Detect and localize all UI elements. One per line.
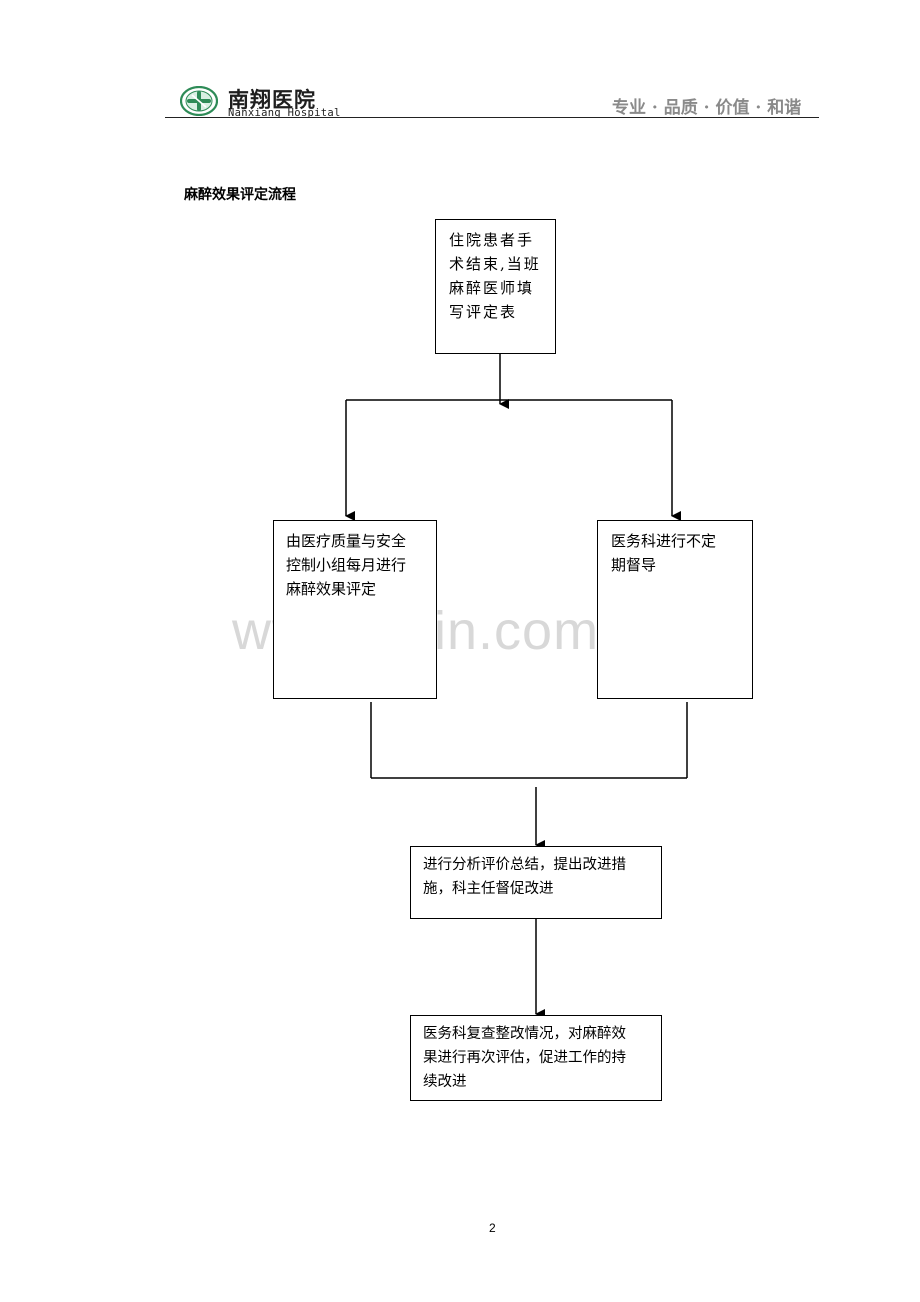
flow-step-quality-group-line: 由医疗质量与安全: [286, 532, 407, 550]
flow-step-review-line: 医务科复查整改情况，对麻醉效: [423, 1026, 626, 1042]
hospital-name-english: Nanxiang Hospital: [228, 107, 341, 119]
hospital-motto: 专业 · 品质 · 价值 · 和谐: [612, 98, 802, 118]
flow-step-start-line: 麻醉医师填: [449, 279, 535, 297]
hospital-name: 南翔医院: [228, 88, 316, 112]
flow-step-review-line: 续改进: [423, 1074, 467, 1090]
flow-step-analysis-line: 进行分析评价总结，提出改进措: [423, 857, 626, 873]
flow-step-start-line: 写评定表: [449, 303, 518, 321]
flow-step-quality-group-line: 控制小组每月进行: [286, 556, 407, 574]
flow-step-start-line: 术结束,当班: [449, 255, 541, 273]
hospital-cross-logo-icon: [180, 86, 218, 116]
flow-step-quality-group-line: 麻醉效果评定: [286, 580, 377, 598]
flow-step-review: 医务科复查整改情况，对麻醉效 果进行再次评估，促进工作的持 续改进: [410, 1015, 662, 1101]
flow-step-medical-affairs-line: 期督导: [611, 556, 657, 574]
flow-step-medical-affairs-line: 医务科进行不定: [611, 532, 717, 550]
flow-step-review-line: 果进行再次评估，促进工作的持: [423, 1050, 626, 1066]
flow-step-analysis: 进行分析评价总结，提出改进措 施，科主任督促改进: [410, 846, 662, 919]
flow-step-medical-affairs: 医务科进行不定 期督导: [597, 520, 753, 699]
header-divider: [165, 117, 819, 118]
page-title: 麻醉效果评定流程: [184, 187, 296, 203]
flow-step-start: 住院患者手 术结束,当班 麻醉医师填 写评定表: [435, 219, 556, 354]
flow-step-start-line: 住院患者手: [449, 231, 535, 249]
page-number: 2: [489, 1221, 496, 1235]
flow-step-quality-group: 由医疗质量与安全 控制小组每月进行 麻醉效果评定: [273, 520, 437, 699]
flow-step-analysis-line: 施，科主任督促改进: [423, 881, 554, 897]
